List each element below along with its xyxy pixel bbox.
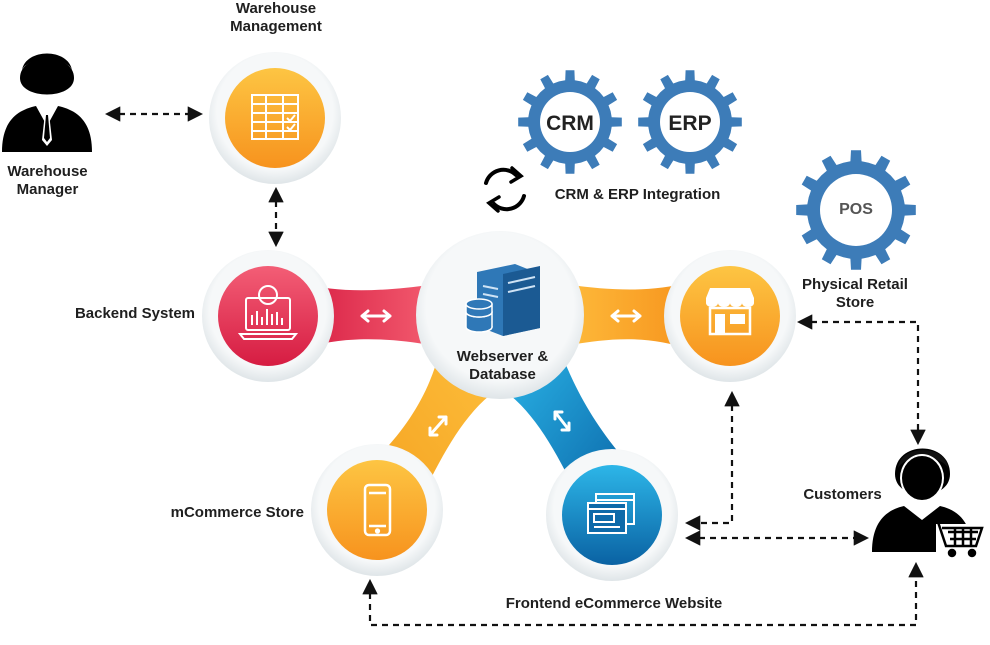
gear-center — [820, 174, 892, 246]
warehouse-manager-label: Warehouse Manager — [0, 163, 95, 199]
pos-gear-icon — [796, 150, 916, 270]
database-icon — [465, 298, 493, 333]
double-arrow-icon — [428, 415, 448, 437]
backend-system-label: Backend System — [74, 305, 195, 322]
smartphone-icon — [363, 483, 392, 537]
node-backend-system — [202, 250, 334, 382]
crm-erp-integration-label: CRM & ERP Integration — [554, 186, 721, 203]
web-windows-icon — [587, 493, 635, 534]
erp-gear-icon — [638, 70, 742, 174]
node-physical-retail-store — [664, 250, 796, 382]
webserver-database-line1: Webserver & — [456, 348, 549, 365]
double-arrow-icon — [610, 309, 642, 323]
node-warehouse-management — [209, 52, 341, 184]
physical-retail-store-label: Physical Retail Store — [790, 276, 920, 312]
node-webserver-database — [416, 231, 584, 399]
connector-retail-frontend — [684, 390, 740, 531]
storefront-icon — [706, 288, 754, 336]
node-mcommerce-store — [311, 444, 443, 576]
node-frontend-ecommerce-website — [546, 449, 678, 581]
crm-gear-icon — [518, 70, 622, 174]
erp-gear-label: ERP — [668, 112, 711, 135]
webserver-database-line2: Database — [469, 366, 536, 383]
warehouse-management-line1: Warehouse — [235, 0, 317, 17]
connector-retail-customers — [796, 314, 926, 446]
frontend-ecommerce-website-label: Frontend eCommerce Website — [505, 595, 723, 612]
customers-label: Customers — [803, 486, 882, 503]
warehouse-manager-line2: Manager — [16, 181, 79, 198]
webserver-database-label: Webserver & Database — [430, 348, 575, 384]
spreadsheet-icon — [251, 94, 299, 140]
gear-center — [540, 92, 600, 152]
warehouse-management-label: Warehouse Management — [216, 0, 336, 36]
dashed-connectors — [104, 106, 926, 627]
sync-icon — [484, 166, 526, 213]
double-arrow-icon — [553, 410, 571, 432]
warehouse-manager-icon — [2, 53, 92, 152]
physical-retail-store-line1: Physical Retail — [802, 276, 908, 293]
connector-mcommerce-customers — [362, 561, 924, 627]
shopping-cart-icon — [930, 520, 984, 558]
warehouse-management-line2: Management — [230, 18, 322, 35]
double-arrow-icon — [360, 309, 392, 323]
monitor-analytics-icon — [237, 285, 299, 340]
mcommerce-store-label: mCommerce Store — [170, 504, 304, 521]
pos-gear-label: POS — [839, 201, 873, 218]
crm-gear-label: CRM — [546, 112, 594, 135]
gear-center — [660, 92, 720, 152]
hub-arm-arrows — [360, 309, 642, 437]
physical-retail-store-line2: Store — [835, 294, 875, 311]
warehouse-manager-line1: Warehouse — [7, 163, 88, 180]
